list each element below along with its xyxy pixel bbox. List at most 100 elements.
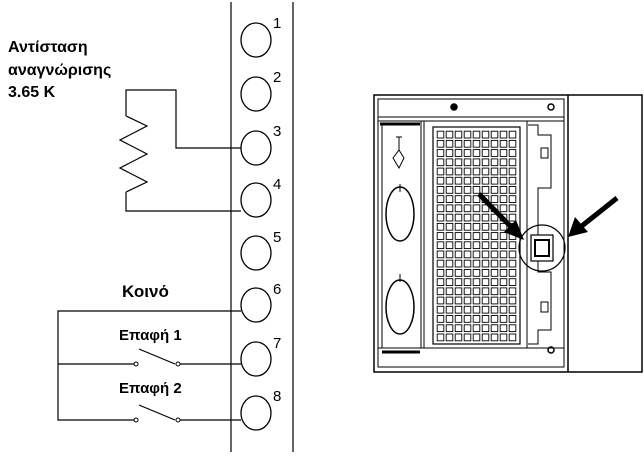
grid-hole [463,333,472,342]
grid-hole [499,278,508,286]
grid-hole [490,241,499,250]
grid-hole [463,213,472,222]
contact1-switch [138,348,176,365]
grid-hole [499,333,508,342]
grid-hole [472,232,481,240]
terminal-7: 7 [240,335,281,377]
grid-hole [436,176,445,185]
grid-hole [472,269,481,277]
grid-hole [454,241,463,250]
grid-hole [445,269,454,277]
grid-hole [499,167,508,176]
grid-hole [499,324,508,333]
grid-hole [445,296,454,305]
grid-hole [508,324,517,333]
grid-hole [499,186,508,194]
terminal-4: 4 [240,176,281,218]
grid-hole [508,241,517,250]
grid-hole [463,269,472,277]
grid-hole [508,250,517,259]
grid-hole [508,296,517,305]
grid-hole [481,186,490,194]
grid-hole [472,305,481,314]
grid-hole [436,158,445,167]
grid-hole [508,213,517,222]
grid-hole [508,278,517,286]
terminal-3: 3 [240,123,281,166]
grid-hole [436,333,445,342]
grid-hole [463,250,472,259]
grid-hole [490,213,499,222]
terminal-number: 5 [273,229,281,246]
grid-hole [463,296,472,305]
grid-hole [499,296,508,305]
grid-hole [445,305,454,314]
grid-hole [436,324,445,333]
grid-hole [508,259,517,268]
grid-hole [472,315,481,323]
grid-hole [499,241,508,250]
terminal-number: 2 [273,69,281,86]
grid-hole [454,176,463,185]
grid-hole [436,167,445,176]
grid-hole [445,149,454,157]
grid-hole [454,296,463,305]
grid-hole [472,167,481,176]
grid-hole [436,195,445,203]
grid-hole [490,176,499,185]
grid-hole [463,204,472,213]
grid-hole [490,333,499,342]
grid-hole [481,241,490,250]
grid-hole [472,213,481,222]
grid-hole [490,130,499,139]
grid-hole [481,269,490,277]
terminal-1: 1 [240,15,281,58]
grid-hole [481,315,490,323]
grid-hole [472,149,481,157]
grid-hole [499,315,508,323]
grid-hole [472,130,481,139]
grid-hole [472,139,481,148]
grid-hole [481,278,490,286]
grid-hole [481,305,490,314]
grid-hole [472,195,481,203]
grid-hole [490,305,499,314]
grid-hole [454,333,463,342]
arrow-icon [477,192,524,240]
grid-hole [508,186,517,194]
grid-hole [472,176,481,185]
grid-hole [463,130,472,139]
grid-hole [454,305,463,314]
grid-hole [490,278,499,286]
grid-hole [481,287,490,296]
grid-hole [445,324,454,333]
grid-hole [454,204,463,213]
terminal-2: 2 [240,69,281,112]
grid-hole [490,195,499,203]
grid-hole [436,287,445,296]
grid-hole [472,333,481,342]
grid-hole [454,167,463,176]
grid-hole [499,195,508,203]
grid-hole [481,232,490,240]
grid-hole [481,296,490,305]
grid-hole [463,222,472,231]
grid-hole [463,315,472,323]
grid-hole [490,287,499,296]
grid-hole [445,287,454,296]
grid-hole [508,130,517,139]
grid-hole [499,176,508,185]
grid-hole [445,176,454,185]
grid-hole [481,204,490,213]
grid-hole [436,186,445,194]
panel-grid-cells [436,130,517,342]
grid-hole [463,232,472,240]
grid-hole [463,167,472,176]
grid-hole [454,213,463,222]
resistor-label-line2: αναγνώρισης [8,62,111,79]
grid-hole [499,204,508,213]
grid-hole [499,149,508,157]
grid-hole [490,250,499,259]
grid-hole [499,232,508,240]
